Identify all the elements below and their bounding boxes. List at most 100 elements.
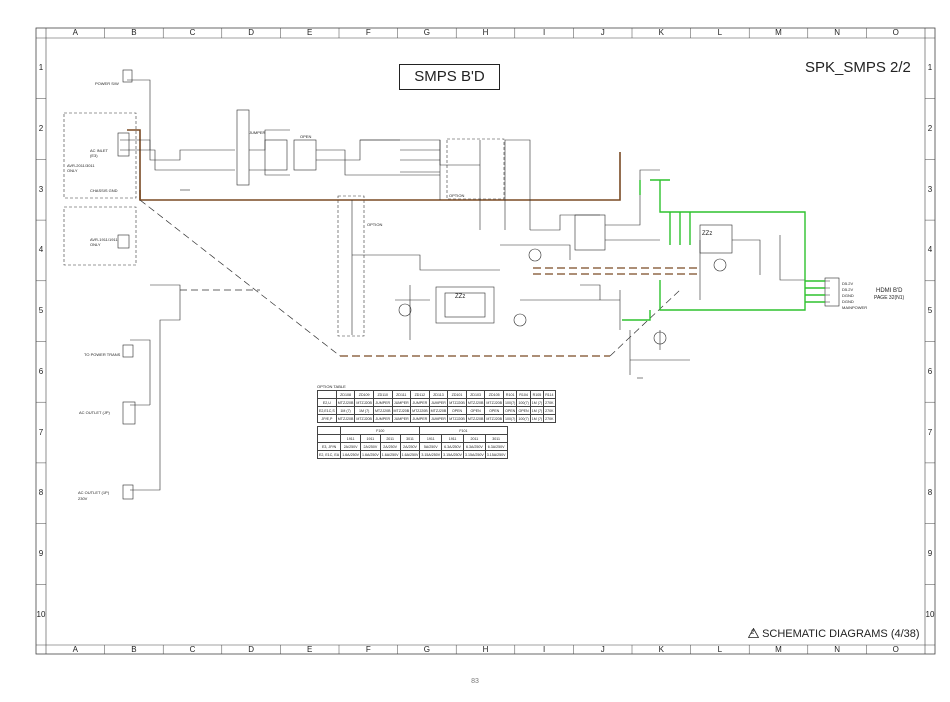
hdmi-pin-4: DGND [842,299,854,304]
grid-column-label: C [189,28,196,37]
table-cell: 3.15A/250V [441,450,464,459]
table-header-cell: ZD101 [447,390,467,399]
grid-row-label: 3 [38,184,44,194]
grid-row-label: 7 [927,427,933,437]
table-header-cell [316,434,342,443]
grid-row-label: 5 [927,306,933,316]
table-cell: MTZJ20B [391,406,412,415]
table-header-cell: 3011 [484,434,508,443]
table-cell: JUMPER [391,398,412,407]
grid-row-label: 5 [38,306,44,316]
grid-column-label: C [189,645,196,654]
table-cell: 2A/250V [379,442,401,451]
ac-outlet-jp-label: AC OUTLET (JP) [79,410,110,415]
sheet-title: SPK_SMPS 2/2 [805,59,911,76]
table-cell: 3.15A/250V [484,450,508,459]
table-cell: 6.3A/250V [462,442,486,451]
table-header-cell: ZD112 [410,390,430,399]
table-cell: 270K [543,398,556,407]
table-header-cell: R114 [543,390,556,399]
grid-row-label: 7 [38,427,44,437]
table-cell: E2,U [317,398,337,407]
grid-column-label: F [365,28,371,37]
table-header-cell: ZD103 [465,390,486,399]
table-cell: E2, E1C, EA [316,450,342,459]
hdmi-bd-label: HDMI B'D [876,288,903,294]
table-header-cell: 1911 [340,434,361,443]
table-cell: JP/E,P [317,414,337,423]
hdmi-pin-5: MAINPOWER [842,305,868,310]
table-cell: 2A/250V [340,442,361,451]
grid-column-label: B [131,645,137,654]
table-cell: MTZJ20B [447,398,467,407]
option-table-caption: OPTION TABLE [317,384,346,389]
table-header-cell: 1911 [359,434,381,443]
table-cell: JUMPER [391,414,412,423]
warning-number: 2 [751,630,755,636]
grid-column-label: I [542,28,546,37]
grid-column-label: I [542,645,546,654]
table-cell: 5A/250V [419,442,443,451]
table-cell: JUMPER [428,398,449,407]
page-number: 83 [471,678,479,685]
table-cell: 270K [543,406,556,415]
table-cell: 100(7) [502,414,518,423]
grid-row-label: 1 [927,63,933,73]
table-cell: JUMPER [372,398,393,407]
grid-column-label: O [892,28,899,37]
grid-column-label: E [307,645,313,654]
table-cell: MTZJ20B [428,406,449,415]
grid-row-label: 4 [38,245,44,255]
ic-sleep-mark: ZZz [455,294,466,300]
chassis-gnd-label: CHASSIS GND [90,188,118,193]
ac-inlet-label: AC INLET (E3) [90,148,108,158]
grid-column-label: L [717,28,723,37]
table-cell: 6.3A/250V [441,442,464,451]
grid-column-label: A [72,645,78,654]
table-cell: 270K [543,414,556,423]
table-cell: 3.15A/250V [419,450,443,459]
table-header-cell: R101 [502,390,518,399]
jumper-label: JUMPER [249,130,266,135]
grid-row-label: 8 [927,488,933,498]
grid-column-label: K [658,645,664,654]
table-header-cell: ZD108 [335,390,356,399]
table-cell: MTZJ20B [410,406,430,415]
table-cell: 100(7) [516,398,531,407]
table-header-cell: F100 [340,426,421,435]
table-cell: 1.6A/250V [359,450,381,459]
power-switch-label: POWER S/W [95,81,119,86]
grid-column-label: M [775,645,782,654]
table-cell: MTZJ20B [465,398,486,407]
grid-row-label: 2 [38,124,44,134]
table-cell: JUMPER [410,398,430,407]
grid-column-label: G [423,645,430,654]
table-cell: 1.6A/250V [340,450,361,459]
table-cell: 1M (7) [354,406,374,415]
table-cell: MTZJ20B [484,398,504,407]
table-cell: OPEN [484,406,504,415]
table-cell: MTZJ20B [372,406,393,415]
table-cell: MTZJ20B [354,398,374,407]
table-header-cell [316,426,342,435]
table-cell: 100(7) [516,414,531,423]
table-header-cell: 2011 [462,434,486,443]
table-cell: 3.15A/250V [462,450,486,459]
grid-row-label: 2 [927,124,933,134]
grid-row-label: 4 [927,245,933,255]
grid-column-label: J [600,28,605,37]
hdmi-pin-2: D5.2V [842,287,854,292]
table-cell: OPEN [465,406,486,415]
table-cell: 1M (7) [529,406,545,415]
table-cell: JUMPER [410,414,430,423]
table-cell: 2A/250V [359,442,381,451]
